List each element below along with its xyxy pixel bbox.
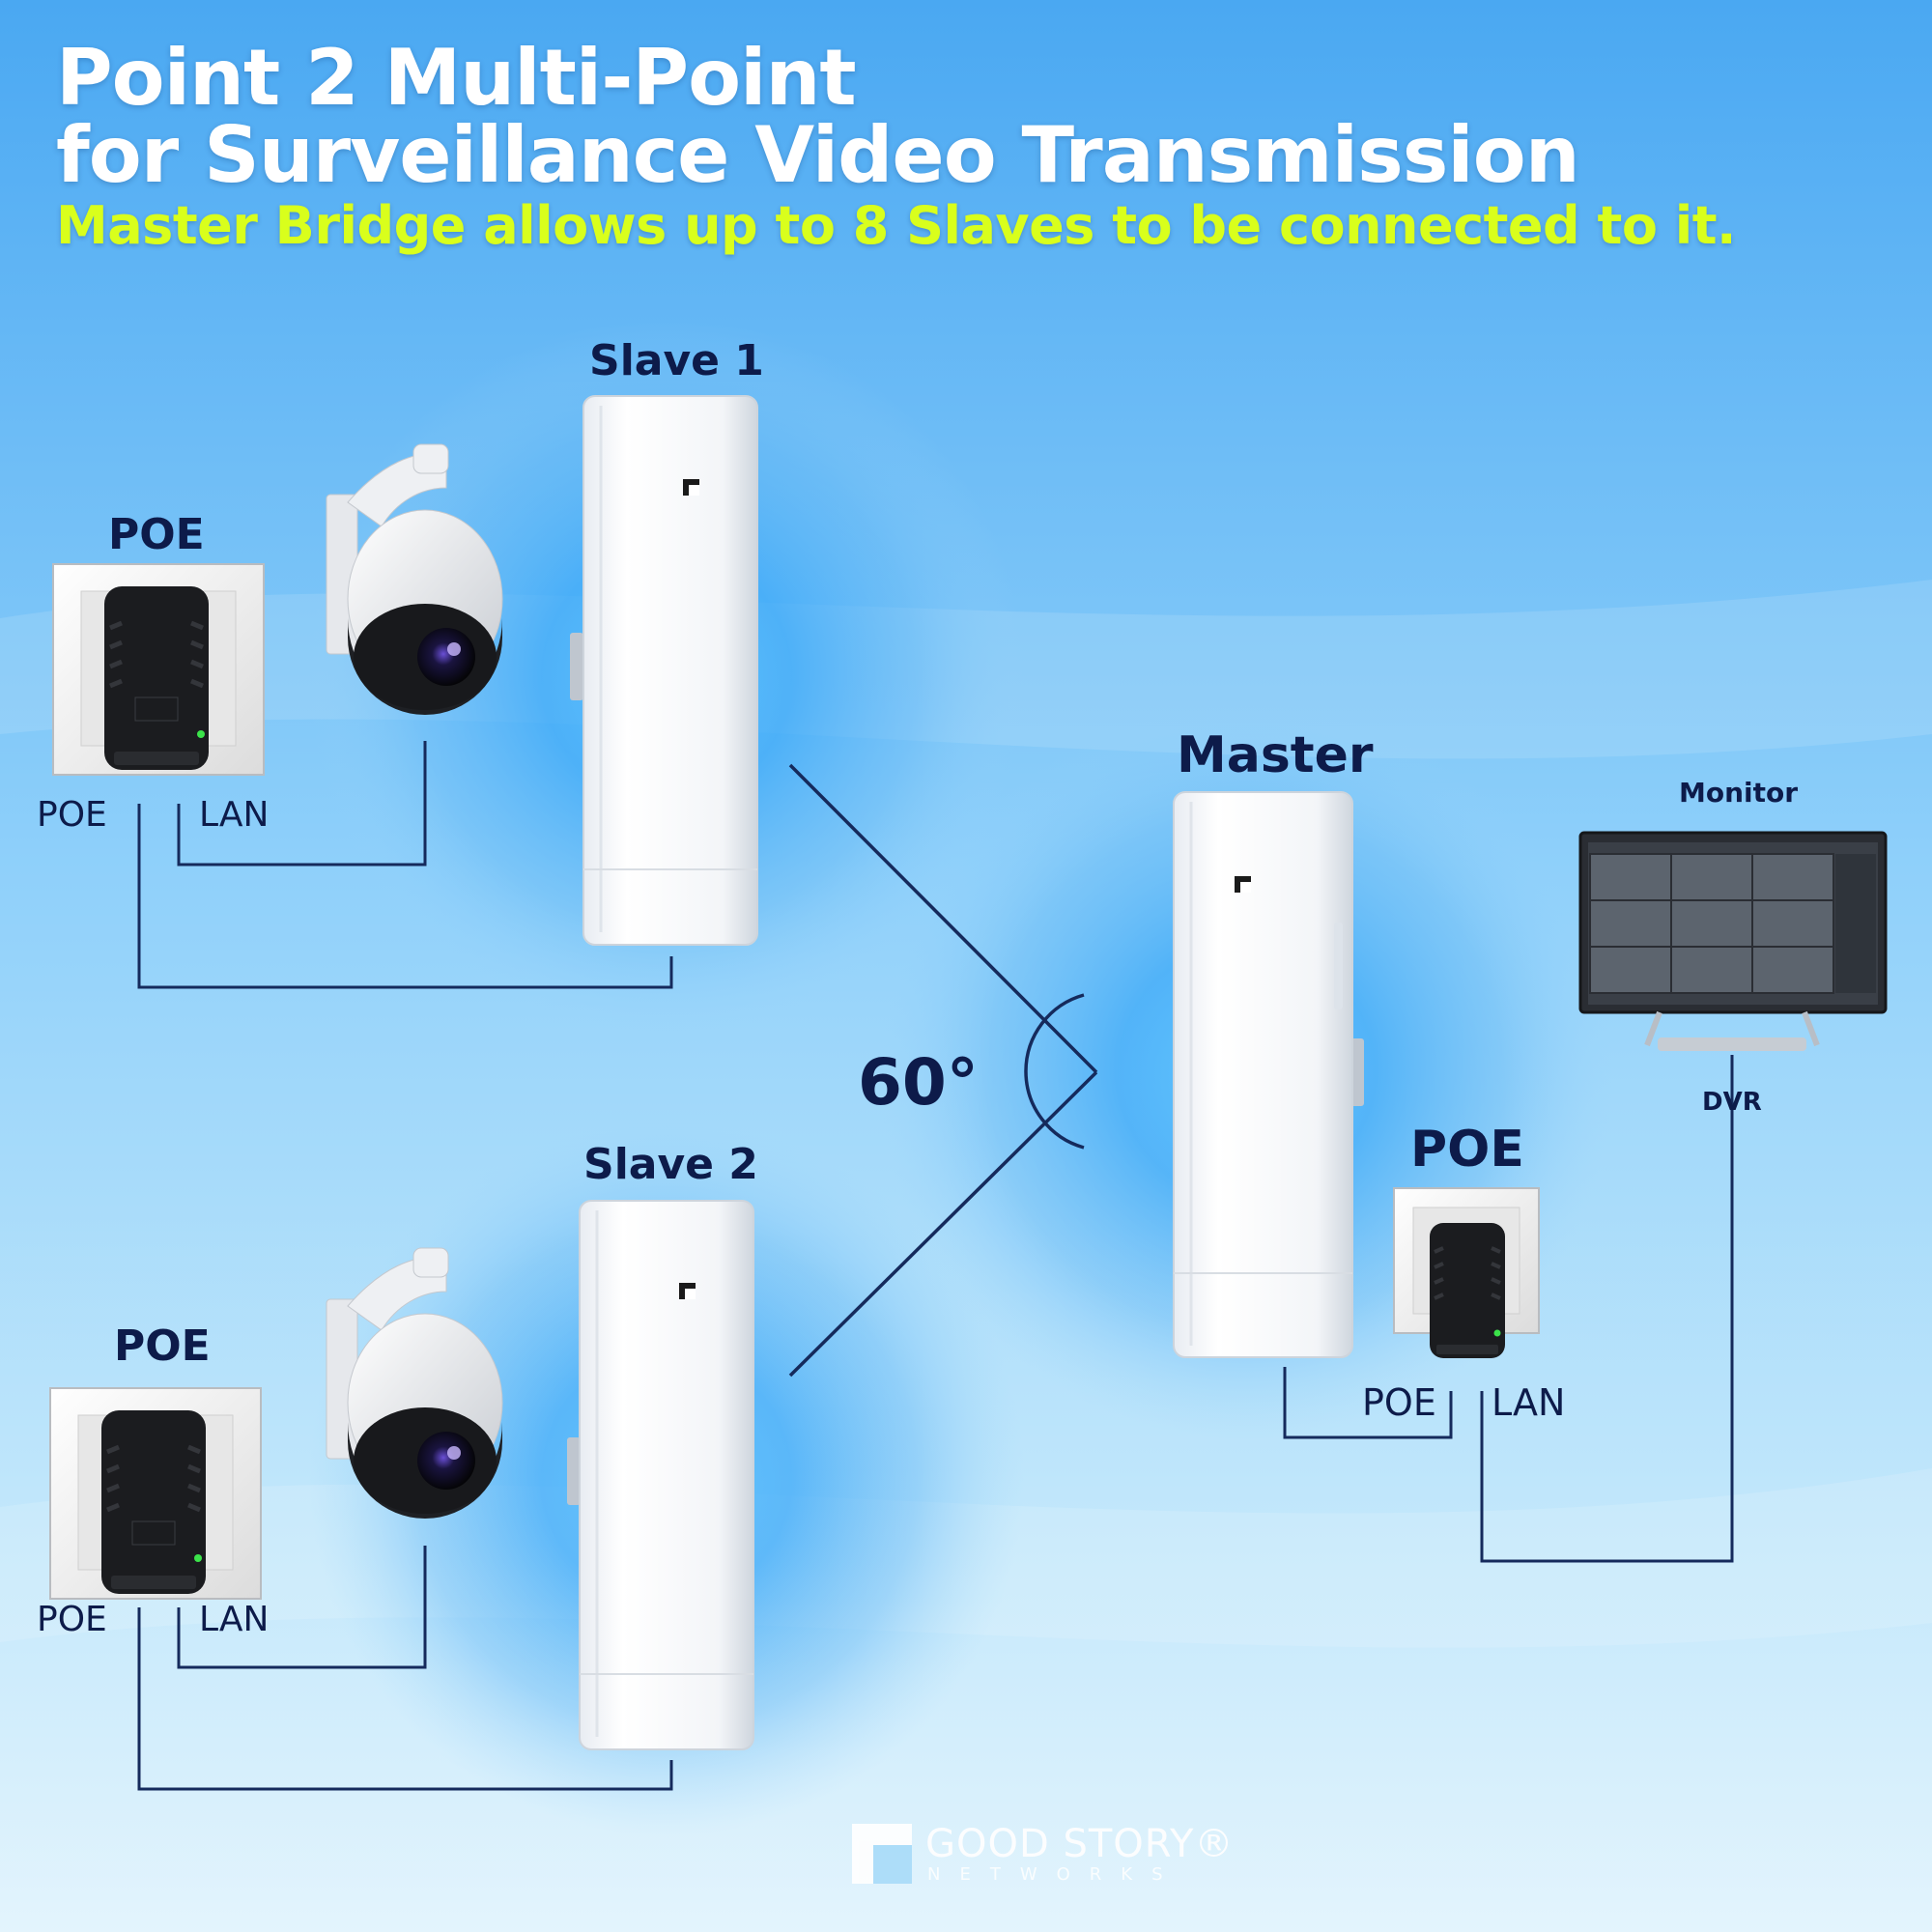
master-lan-port-label: LAN	[1492, 1381, 1566, 1424]
slave2-label: Slave 2	[583, 1140, 758, 1189]
brand-name: GOOD STORY®	[925, 1822, 1235, 1866]
slave1-poe-cable	[137, 804, 673, 989]
slave2-lan-port-label: LAN	[199, 1600, 270, 1639]
cable-lines	[137, 741, 1734, 1791]
slave1-lan-port-label: LAN	[199, 795, 270, 835]
slave1-ptz-camera-icon	[326, 443, 503, 715]
monitor-label: Monitor	[1679, 777, 1799, 809]
slave2-cpe-icon	[567, 1200, 754, 1750]
angle-label: 60°	[858, 1045, 979, 1120]
brand-logo-icon	[852, 1824, 912, 1884]
slave2-ptz-camera-icon	[326, 1247, 503, 1519]
master-label: Master	[1177, 726, 1374, 784]
brand-tagline: NETWORKS	[927, 1864, 1182, 1885]
slave2-poe-cable	[137, 1607, 673, 1791]
camera-lens-icon	[417, 628, 475, 686]
camera-lens-icon	[417, 1432, 475, 1490]
slave2-poe-title: POE	[114, 1321, 211, 1371]
slave1-poe-injector-icon	[52, 563, 265, 776]
master-poe-port-label: POE	[1362, 1381, 1436, 1424]
master-poe-title: POE	[1410, 1121, 1524, 1179]
angle-arc	[1024, 993, 1085, 1150]
slave1-poe-port-label: POE	[37, 795, 107, 835]
title-line-1: Point 2 Multi-Point	[56, 33, 857, 123]
monitor-icon	[1578, 831, 1888, 1051]
master-poe-injector-icon	[1393, 1187, 1540, 1358]
beam-angle	[788, 763, 1098, 1378]
title-line-2: for Surveillance Video Transmission	[56, 110, 1580, 200]
slave2-poe-port-label: POE	[37, 1600, 107, 1639]
slave1-label: Slave 1	[589, 336, 764, 385]
master-poe-cable	[1283, 1367, 1453, 1439]
slave2-poe-injector-icon	[49, 1387, 262, 1600]
master-lan-cable	[1480, 1055, 1734, 1563]
subtitle: Master Bridge allows up to 8 Slaves to b…	[56, 195, 1737, 256]
dvr-label: DVR	[1702, 1088, 1762, 1117]
master-cpe-icon	[1173, 791, 1364, 1358]
slave1-cpe-icon	[570, 395, 758, 946]
slave2-lan-cable	[177, 1546, 427, 1669]
slave1-lan-cable	[177, 741, 427, 867]
slave1-poe-title: POE	[108, 510, 205, 559]
